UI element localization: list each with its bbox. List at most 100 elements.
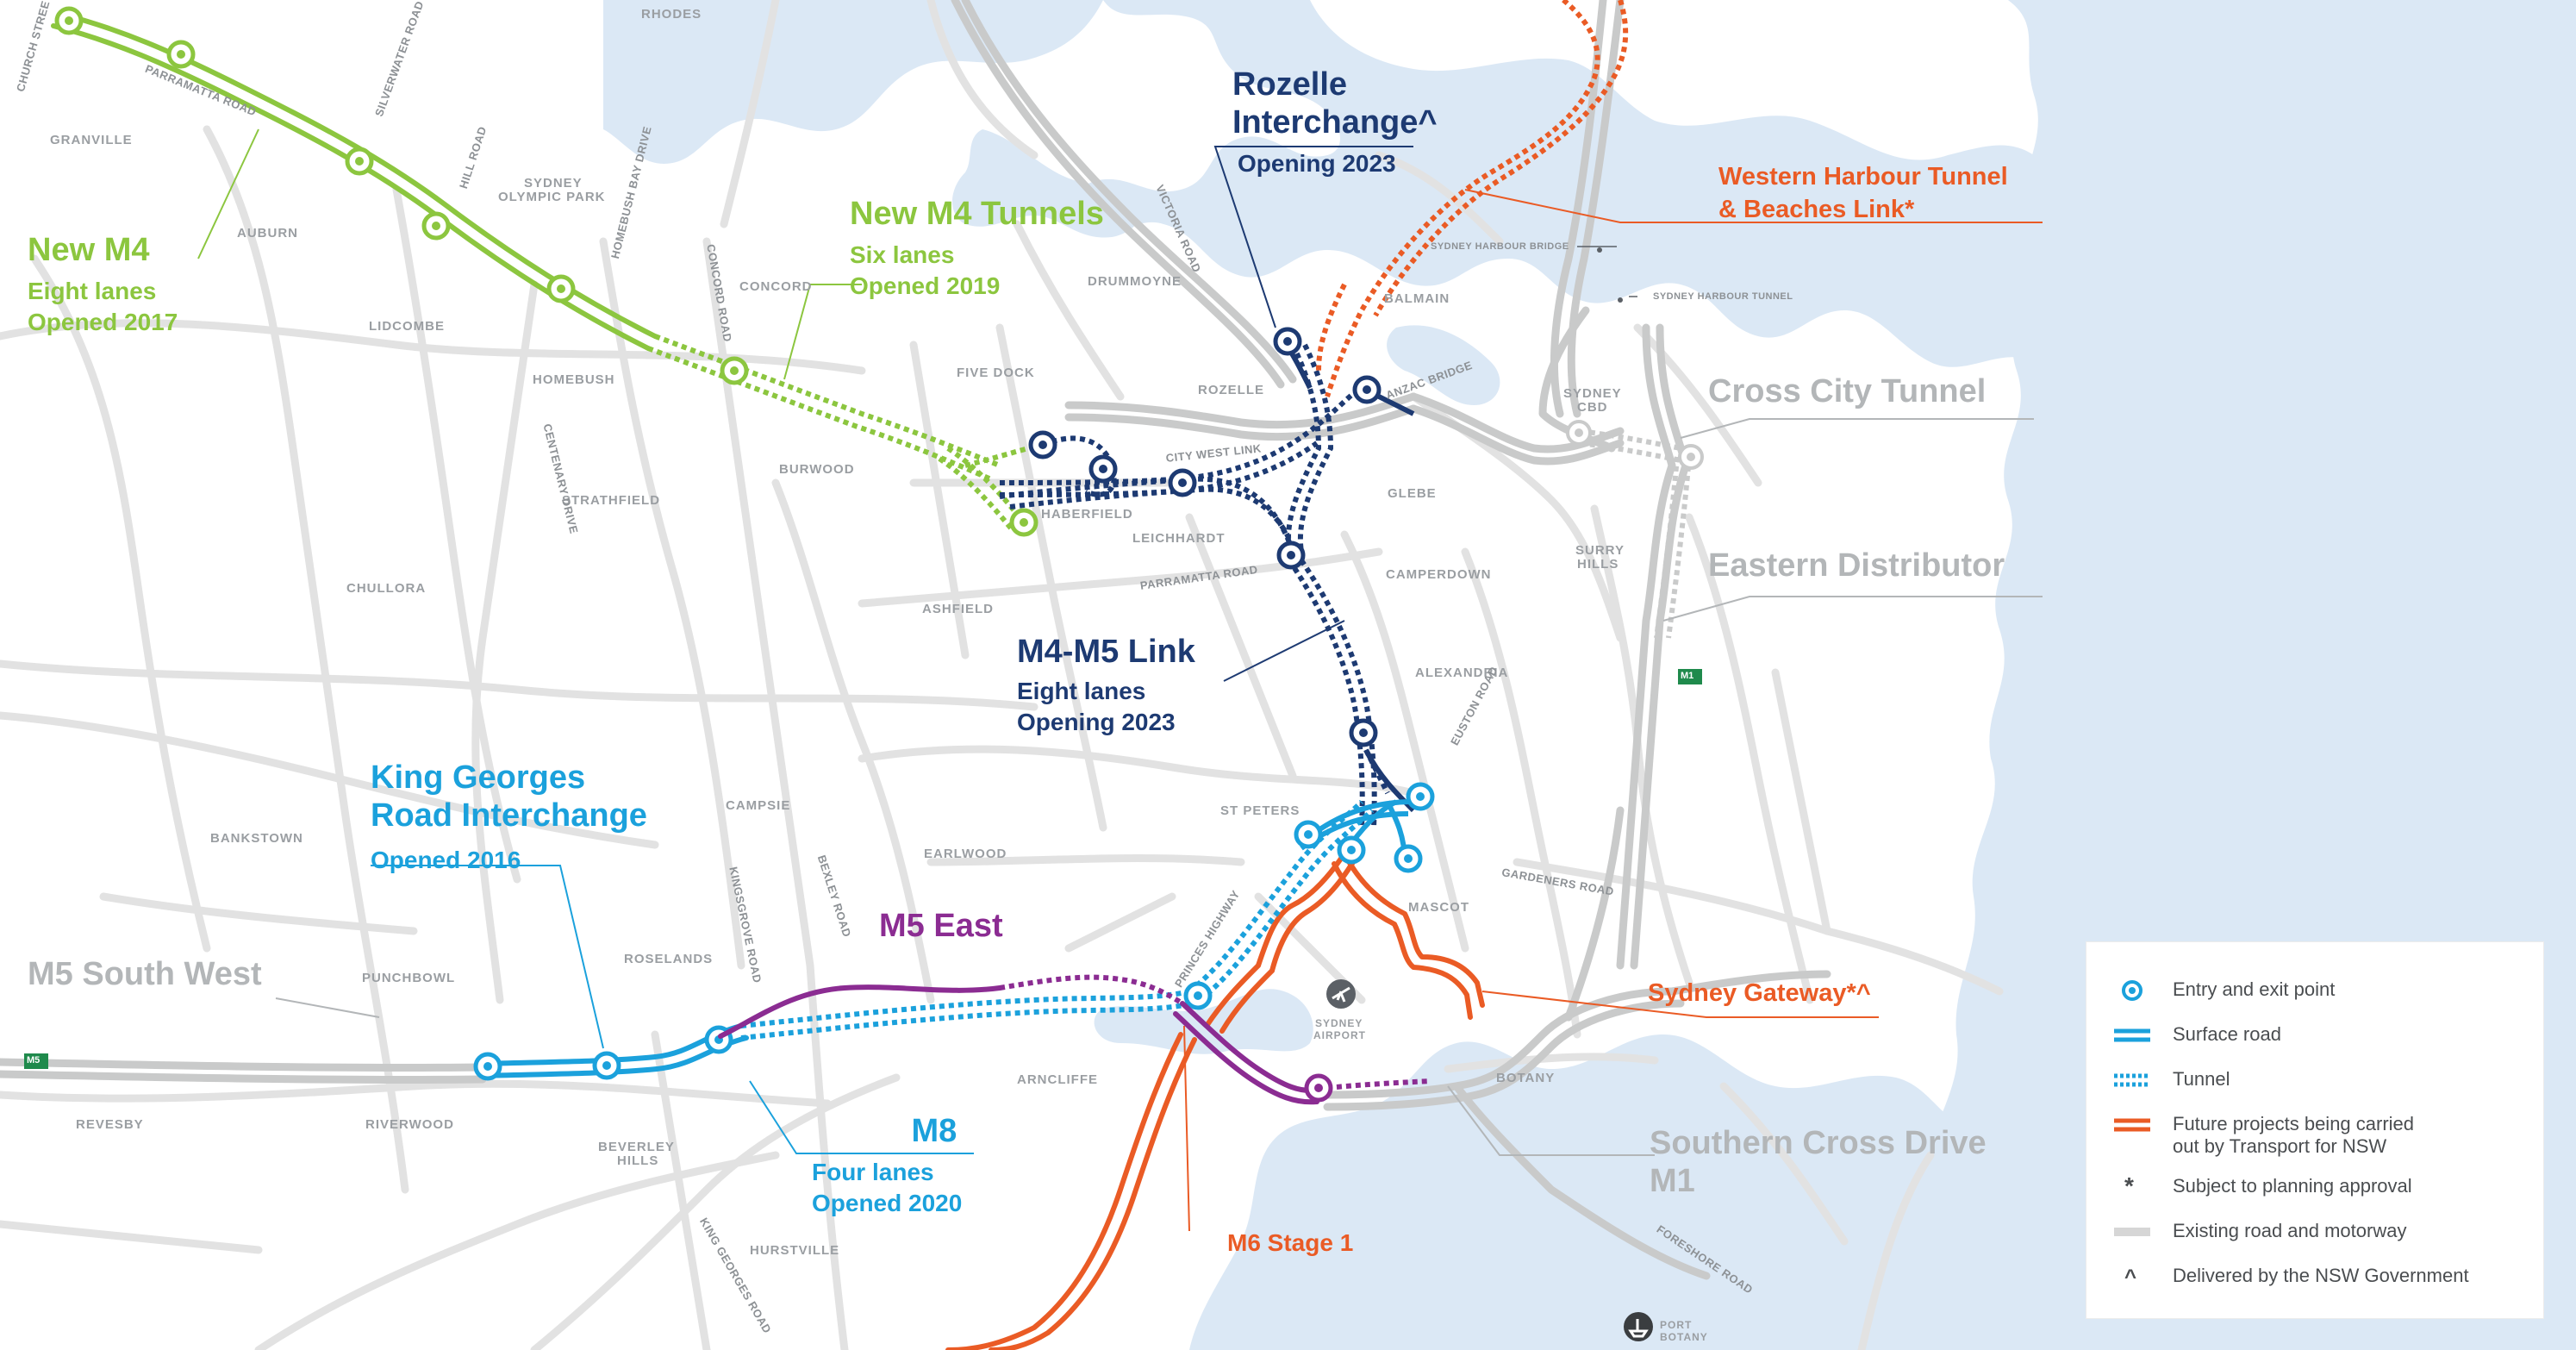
cross-city-points	[1566, 420, 1704, 470]
suburb-balmain: BALMAIN	[1384, 291, 1450, 306]
legend-surface-road-label: Surface road	[2173, 1023, 2281, 1045]
suburb-beverley-hills-1: BEVERLEY	[598, 1140, 675, 1154]
rozelle-opening: Opening 2023	[1238, 150, 1396, 177]
suburb-hurstville: HURSTVILLE	[750, 1243, 840, 1258]
rozelle-points	[1028, 327, 1382, 747]
legend-nsw-gov: ^ Delivered by the NSW Government	[2086, 1259, 2543, 1294]
entry-exit-point-icon	[2122, 980, 2143, 1001]
legend-nsw-gov-label: Delivered by the NSW Government	[2173, 1265, 2469, 1286]
kgri-title-2: Road Interchange	[371, 797, 647, 834]
suburb-sydney-olympic-park-2: OLYMPIC PARK	[498, 190, 606, 204]
new-m4-tunnels	[646, 334, 1044, 531]
suburb-haberfield: HABERFIELD	[1041, 507, 1133, 522]
whtbl-title-1: Western Harbour Tunnel	[1718, 163, 2008, 191]
m4-m5-opening: Opening 2023	[1017, 709, 1176, 735]
suburb-surry-hills-1: SURRY	[1575, 543, 1625, 558]
legend-future: Future projects being carried out by Tra…	[2086, 1108, 2543, 1159]
suburb-bankstown: BANKSTOWN	[210, 831, 303, 846]
suburb-alexandria: ALEXANDRIA	[1415, 666, 1509, 680]
iron-cove	[952, 129, 1145, 238]
suburb-botany: BOTANY	[1496, 1071, 1556, 1085]
m8-lanes: Four lanes	[812, 1159, 934, 1185]
surface-road-icon	[2114, 1028, 2150, 1042]
suburb-ashfield: ASHFIELD	[922, 602, 994, 616]
label-western-harbour-tunnel: Western Harbour Tunnel & Beaches Link*	[1718, 160, 2008, 226]
legend-tunnel: Tunnel	[2086, 1063, 2543, 1097]
landmark-dots	[1597, 247, 1623, 303]
suburb-riverwood: RIVERWOOD	[365, 1117, 454, 1132]
suburb-granville: GRANVILLE	[50, 133, 133, 147]
legend-existing-label: Existing road and motorway	[2173, 1220, 2407, 1241]
new-m4-title: New M4	[28, 232, 150, 268]
parramatta-river	[603, 0, 1103, 164]
suburb-sydney-airport-2: AIRPORT	[1313, 1029, 1366, 1041]
sydney-harbour	[1070, 0, 2034, 367]
suburb-rozelle: ROZELLE	[1198, 383, 1264, 397]
m8-title: M8	[911, 1113, 957, 1149]
m5-shield-label: M5	[27, 1055, 41, 1066]
m5-shield	[24, 1053, 48, 1069]
label-m8: M8 Four lanes Opened 2020	[812, 1112, 962, 1219]
sky-points	[473, 782, 1435, 1081]
kgri-title-1: King Georges	[371, 759, 586, 796]
blackwattle-bay	[1387, 325, 1500, 405]
label-cross-city-tunnel: Cross City Tunnel	[1708, 373, 1987, 409]
label-southern-cross-drive: Southern Cross Drive M1	[1650, 1124, 1987, 1200]
suburb-chullora: CHULLORA	[346, 581, 427, 596]
legend-planning-label: Subject to planning approval	[2173, 1175, 2412, 1197]
suburb-sydney-olympic-park-1: SYDNEY	[524, 176, 583, 191]
m5-east-tunnel	[999, 974, 1431, 1091]
new-m4-tunnels-title: New M4 Tunnels	[850, 196, 1104, 232]
label-new-m4: New M4 Eight lanes Opened 2017	[28, 231, 178, 338]
label-sydney-gateway: Sydney Gateway*^	[1648, 979, 1871, 1007]
legend-entry-exit-label: Entry and exit point	[2173, 978, 2336, 1000]
suburb-punchbowl: PUNCHBOWL	[362, 971, 456, 985]
map-legend: Entry and exit point Surface road Tunnel…	[2086, 941, 2544, 1319]
botany-bay	[1189, 1034, 1982, 1350]
label-king-georges-road-interchange: King Georges Road Interchange Opened 201…	[371, 759, 647, 876]
label-new-m4-tunnels: New M4 Tunnels Six lanes Opened 2019	[850, 195, 1104, 302]
label-m6-stage-1: M6 Stage 1	[1227, 1229, 1354, 1256]
new-m4-tunnels-lanes: Six lanes	[850, 241, 955, 268]
suburb-sydney-cbd-1: SYDNEY	[1563, 386, 1622, 401]
future-project-icon	[2114, 1118, 2150, 1132]
whtbl-tunnels	[1316, 0, 1629, 397]
label-rozelle-interchange: Rozelle Interchange^ Opening 2023	[1232, 66, 1438, 179]
sydney-gateway	[1204, 851, 1485, 1034]
legend-planning: * Subject to planning approval	[2086, 1170, 2543, 1204]
label-m5-east: M5 East	[879, 908, 1003, 944]
suburb-surry-hills-2: HILLS	[1577, 557, 1619, 572]
new-m4-lanes: Eight lanes	[28, 278, 157, 304]
suburb-st-peters: ST PETERS	[1220, 803, 1300, 818]
whtbl-title-2: & Beaches Link*	[1718, 196, 1915, 223]
suburb-revesby: REVESBY	[76, 1117, 144, 1132]
label-m5-south-west: M5 South West	[28, 956, 262, 992]
suburb-port-botany-2: BOTANY	[1660, 1331, 1708, 1343]
suburb-homebush: HOMEBUSH	[533, 372, 615, 387]
suburb-beverley-hills-2: HILLS	[617, 1153, 659, 1168]
kgri-opened: Opened 2016	[371, 847, 521, 873]
m8-tunnels	[740, 799, 1375, 1041]
new-m4-opened: Opened 2017	[28, 309, 178, 335]
suburb-rhodes: RHODES	[641, 7, 702, 22]
road-sydney-harbour-tunnel: SYDNEY HARBOUR TUNNEL	[1653, 291, 1793, 302]
suburb-burwood: BURWOOD	[779, 462, 855, 477]
m4-m5-title: M4-M5 Link	[1017, 634, 1195, 670]
m6-stage-1	[945, 1032, 1197, 1350]
rozelle-title-2: Interchange^	[1232, 104, 1438, 141]
existing-road-icon	[2114, 1228, 2150, 1236]
major-roads	[0, 0, 1831, 1280]
suburb-sydney-airport-1: SYDNEY	[1315, 1017, 1363, 1029]
rozelle-title-1: Rozelle	[1232, 66, 1348, 103]
suburb-port-botany-1: PORT	[1660, 1319, 1693, 1331]
m8-opened: Opened 2020	[812, 1190, 963, 1216]
port-icon	[1624, 1312, 1653, 1341]
suburb-campsie: CAMPSIE	[726, 798, 791, 813]
suburb-camperdown: CAMPERDOWN	[1386, 567, 1492, 582]
southern-cross-title-2: M1	[1650, 1163, 1695, 1199]
suburb-earlwood: EARLWOOD	[924, 847, 1007, 861]
suburb-leichhardt: LEICHHARDT	[1132, 531, 1226, 546]
suburb-five-dock: FIVE DOCK	[957, 366, 1035, 380]
